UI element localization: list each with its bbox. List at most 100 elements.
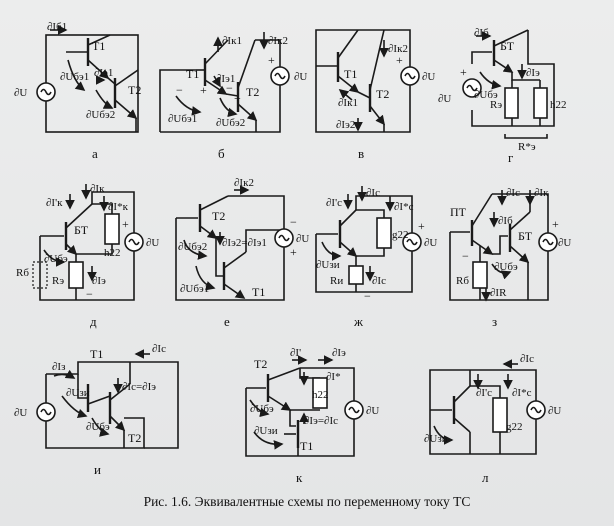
panel-g-ube-label: ∂Uбэ [474, 89, 498, 101]
panel-l-g22-resistor [492, 397, 508, 433]
panel-k-h22-label: h22 [312, 389, 329, 401]
panel-b-minus-sign-2: − [226, 81, 233, 95]
panel-zh-ic-label: ∂Ic [366, 187, 380, 199]
panel-zh-ic2-label: ∂Ic [372, 275, 386, 287]
panel-i-t1-label: T1 [90, 347, 103, 361]
panel-d-ik-star-label: ∂I*к [108, 201, 129, 213]
panel-z-ube-label: ∂Uбэ [494, 261, 518, 273]
panel-d-u-label: ∂U [146, 237, 159, 249]
panel-k-t1-label: T1 [300, 439, 313, 453]
panel-d: ∂I'к ∂Iк ∂I*к БТ h22 ∂Uбэ Rб Rэ ∂Iэ ∂U +… [16, 183, 159, 329]
panel-k-letter: к [296, 470, 303, 485]
panel-d-re-resistor [68, 261, 84, 289]
panel-d-h22-label: h22 [104, 247, 121, 259]
panel-e-ube1-label: ∂Uбэ1 [180, 283, 209, 295]
panel-d-bt-label: БТ [74, 223, 89, 237]
panel-g-ib-label: ∂Iб [474, 27, 489, 39]
panel-a-ie1-label: ∂Iэ1 [94, 67, 113, 79]
panel-g-h22-label: h22 [550, 99, 567, 111]
panel-e-t1-label: T1 [252, 285, 265, 299]
panel-i-uzi-label: ∂Uзи [66, 387, 90, 399]
panel-d-ik-label: ∂Iк [90, 183, 105, 195]
panel-zh-u-label: ∂U [424, 237, 437, 249]
panel-zh-uzi-label: ∂Uзи [316, 259, 340, 271]
panel-a-t2-label: T2 [128, 83, 141, 97]
panel-zh-g22-label: g22 [392, 229, 409, 241]
panel-d-ik-prime-label: ∂I'к [46, 197, 63, 209]
panel-g-letter: г [508, 150, 513, 165]
panel-k-h22-resistor [312, 377, 328, 409]
panel-e-ube2-label: ∂Uбэ2 [178, 241, 207, 253]
panel-v-t1-label: T1 [344, 67, 357, 81]
panel-d-minus-sign: − [86, 287, 93, 301]
panel-k-ie-eq-label: ∂Iэ=∂Ic [304, 415, 338, 427]
panel-d-re-label: Rэ [52, 275, 64, 287]
panel-l-ic-prime-label: ∂I'c [476, 387, 492, 399]
circuit-figure: ∂Iб1 T1 ∂Uбэ1 ∂Iэ1 T2 ∂Uбэ2 ∂U а ∂Iк1 ∂I… [14, 21, 571, 485]
panel-v-ik1-label: ∂Iк1 [338, 97, 358, 109]
panel-i-ic-eq-label: ∂Ic=∂Iэ [122, 381, 156, 393]
panel-b-t1-label: T1 [186, 67, 199, 81]
panel-k-i-label: ∂Iэ [332, 347, 346, 359]
panel-l-u-label: ∂U [548, 405, 561, 417]
panel-k-t2-label: T2 [254, 357, 267, 371]
panel-b-letter: б [218, 146, 225, 161]
panel-v-ik2-label: ∂Iк2 [388, 43, 408, 55]
panel-a-ube1-label: ∂Uбэ1 [60, 71, 89, 83]
panel-zh-minus-sign: − [364, 289, 371, 303]
panel-e-ie2-label: ∂Iэ2=∂Iэ1 [222, 237, 267, 249]
panel-v: ∂Iк2 T1 ∂Iк1 T2 ∂Iэ2 ∂U + в [315, 29, 435, 161]
panel-v-ie2-label: ∂Iэ2 [336, 119, 355, 131]
figure-caption: Рис. 1.6. Эквивалентные схемы по перемен… [143, 494, 471, 509]
panel-z-pt-label: ПТ [450, 205, 467, 219]
panel-z-rb-label: Rб [456, 275, 469, 287]
panel-b-minus-sign: − [176, 83, 183, 97]
panel-k-ube-label: ∂Uбэ [250, 403, 274, 415]
panel-zh-ri-resistor [348, 265, 364, 285]
panel-g-u-label: ∂U [438, 93, 451, 105]
panel-g-h22-resistor [533, 87, 548, 119]
panel-i-ic-label: ∂Ic [152, 343, 166, 355]
panel-k-u-label: ∂U [366, 405, 379, 417]
panel-z-plus-sign: + [552, 217, 559, 231]
panel-l: ∂Ic ∂I'c ∂I*c g22 ∂Uзи ∂U л [424, 353, 561, 485]
panel-zh-ic-star-label: ∂I*c [394, 201, 414, 213]
panel-v-plus-sign: + [396, 53, 403, 67]
panel-zh-plus-sign: + [418, 219, 425, 233]
panel-b-u-label: ∂U [294, 71, 307, 83]
panel-g-ie-label: ∂Iэ [526, 67, 540, 79]
panel-l-ic-star-label: ∂I*c [512, 387, 532, 399]
panel-a-ib1-label: ∂Iб1 [47, 21, 67, 33]
panel-i-u-label: ∂U [14, 407, 27, 419]
panel-d-plus-sign: + [122, 217, 129, 231]
panel-k: T2 ∂I' ∂Iэ ∂I* h22 ∂Uбэ ∂Uзи ∂Iэ=∂Ic T1 … [245, 347, 379, 485]
panel-i: ∂Iз T1 ∂Ic ∂Uзи ∂Ic=∂Iэ ∂Uбэ T2 ∂U и [14, 343, 179, 477]
panel-g-plus-sign: + [460, 65, 467, 79]
panel-z-bt-label: БТ [518, 229, 533, 243]
panel-d-ube-label: ∂Uбэ [44, 253, 68, 265]
panel-i-ube-label: ∂Uбэ [86, 421, 110, 433]
panel-d-ie-label: ∂Iэ [92, 275, 106, 287]
panel-z-letter: з [492, 314, 497, 329]
panel-zh: ∂I'c ∂Ic ∂I*c g22 ∂Uзи Rи ∂Ic ∂U + − ж [315, 186, 437, 329]
panel-g-re-label: Rэ [490, 99, 502, 111]
panel-b: ∂Iк1 ∂Iк2 T1 ∂Iэ1 T2 ∂Uбэ1 ∂Uбэ2 ∂U + − … [159, 32, 307, 161]
panel-v-u-label: ∂U [422, 71, 435, 83]
panel-e: ∂Iк2 T2 ∂Uбэ2 ∂Iэ2=∂Iэ1 ∂Uбэ1 T1 ∂U − + … [175, 177, 309, 329]
panel-l-ic-label: ∂Ic [520, 353, 534, 365]
panel-zh-ic-prime-label: ∂I'c [326, 197, 342, 209]
panel-b-plus-sign-3: + [234, 91, 241, 105]
panel-z-ik-label: ∂Iк [534, 187, 549, 199]
panel-e-letter: е [224, 314, 230, 329]
panel-i-t2-label: T2 [128, 431, 141, 445]
panel-a-u-label: ∂U [14, 87, 27, 99]
panel-b-ik1-label: ∂Iк1 [222, 35, 242, 47]
panel-e-u-label: ∂U [296, 233, 309, 245]
panel-zh-g22-resistor [376, 217, 392, 249]
panel-zh-ri-label: Rи [330, 275, 343, 287]
panel-b-plus-sign: + [268, 53, 275, 67]
panel-d-rb-label: Rб [16, 267, 29, 279]
panel-d-h22-resistor [104, 213, 120, 245]
panel-b-ik2-label: ∂Iк2 [268, 35, 288, 47]
